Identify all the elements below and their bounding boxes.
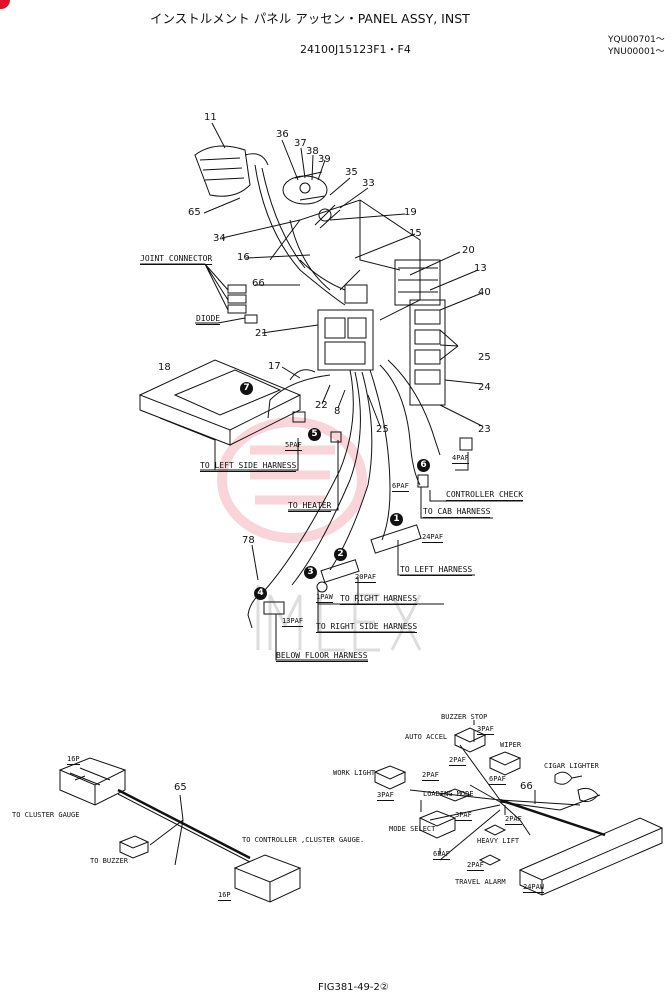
serial-range-2: YNU00001～ — [608, 47, 665, 57]
harness-marker-5: 5 — [308, 428, 321, 441]
label-travel-alarm: TRAVEL ALARM — [455, 878, 506, 886]
harness-marker-6: 6 — [417, 459, 430, 472]
figure-number: FIG381-49-2② — [318, 982, 389, 993]
harness-marker-2: 2 — [334, 548, 347, 561]
connector-3paf-b: 3PAF — [377, 791, 394, 801]
callout-25a: 25 — [478, 352, 491, 363]
connector-3paf-c: 3PAF — [455, 811, 472, 821]
callout-66: 66 — [252, 278, 265, 289]
lower-left-harness-art — [58, 757, 302, 903]
watermark-logo — [217, 417, 367, 543]
callout-39: 39 — [318, 154, 331, 165]
connector-16p-top: 16P — [67, 755, 80, 765]
callout-25b: 25 — [376, 424, 389, 435]
callout-37: 37 — [294, 138, 307, 149]
connector-2paf-b: 2PAF — [422, 771, 439, 781]
callout-8: 8 — [334, 406, 341, 417]
callout-19: 19 — [404, 207, 417, 218]
label-cigar-lighter: CIGAR LIGHTER — [544, 762, 599, 770]
callout-17: 17 — [268, 361, 281, 372]
page-title: インストルメント パネル アッセン・PANEL ASSY, INST — [150, 11, 470, 26]
harness-marker-1: 1 — [390, 513, 403, 526]
label-to-left-side-harness: TO LEFT SIDE HARNESS — [200, 461, 297, 472]
part-number: 24100J15123F1・F4 — [300, 43, 411, 56]
connector-24paw: 24PAW — [523, 883, 545, 893]
harness-marker-3: 3 — [304, 566, 317, 579]
label-controller-check: CONTROLLER CHECK — [446, 490, 524, 501]
label-to-heater: TO HEATER — [288, 501, 332, 512]
callout-21: 21 — [255, 328, 268, 339]
callout-23: 23 — [478, 424, 491, 435]
label-to-right-harness: TO RIGHT HARNESS — [340, 594, 418, 605]
label-wiper: WIPER — [500, 741, 522, 749]
connector-2paf-c: 2PAF — [505, 815, 522, 825]
callout-34: 34 — [213, 233, 226, 244]
label-loading-mode: LOADING MODE — [423, 790, 474, 798]
connector-16p-bottom: 16P — [218, 891, 231, 901]
label-to-left-harness: TO LEFT HARNESS — [400, 565, 473, 576]
callout-11: 11 — [204, 112, 217, 123]
connector-4paf: 4PAF — [452, 454, 469, 464]
connector-13paf: 13PAF — [282, 617, 304, 627]
callout-40: 40 — [478, 287, 491, 298]
label-heavy-lift: HEAVY LIFT — [477, 837, 520, 845]
callout-13: 13 — [474, 263, 487, 274]
label-to-cluster-gauge: TO CLUSTER GAUGE — [12, 811, 80, 819]
connector-5paf: 5PAF — [285, 441, 302, 451]
label-to-buzzer: TO BUZZER — [90, 857, 128, 865]
connector-6paf: 6PAF — [392, 482, 409, 492]
callout-18: 18 — [158, 362, 171, 373]
callout-65: 65 — [188, 207, 201, 218]
label-to-cab-harness: TO CAB HARNESS — [423, 507, 491, 518]
label-to-controller-cluster-gauge: TO CONTROLLER ,CLUSTER GAUGE. — [242, 836, 365, 844]
label-to-right-side-harness: TO RIGHT SIDE HARNESS — [316, 622, 418, 633]
harness-marker-4: 4 — [254, 587, 267, 600]
callout-33: 33 — [362, 178, 375, 189]
connector-6paf-b: 6PAF — [433, 850, 450, 860]
page-corner-marker — [0, 0, 10, 9]
watermark-text — [256, 585, 422, 652]
harness-marker-7: 7 — [240, 382, 253, 395]
callout-16: 16 — [237, 252, 250, 263]
callout-38: 38 — [306, 146, 319, 157]
callout-36: 36 — [276, 129, 289, 140]
callout-24: 24 — [478, 382, 491, 393]
callout-78: 78 — [242, 535, 255, 546]
label-buzzer-stop: BUZZER STOP — [441, 713, 488, 721]
callout-65-lower: 65 — [174, 782, 187, 793]
callout-20: 20 — [462, 245, 475, 256]
callout-66-lower: 66 — [520, 781, 533, 792]
serial-range-1: YQU00701～ — [608, 35, 665, 45]
connector-2paf-a: 2PAF — [449, 756, 466, 766]
label-joint-connector: JOINT CONNECTOR — [140, 254, 213, 265]
label-work-light: WORK LIGHT — [333, 769, 376, 777]
connector-3paf-a: 3PAF — [477, 725, 494, 735]
label-mode-select: MODE SELECT — [389, 825, 436, 833]
callout-22: 22 — [315, 400, 328, 411]
connector-2paf-d: 2PAF — [467, 861, 484, 871]
connector-1paw: 1PAW — [316, 593, 333, 603]
label-auto-accel: AUTO ACCEL — [405, 733, 448, 741]
callout-35: 35 — [345, 167, 358, 178]
label-diode: DIODE — [196, 314, 221, 325]
label-below-floor-harness: BELOW FLOOR HARNESS — [276, 651, 368, 662]
connector-24paf: 24PAF — [422, 533, 444, 543]
lower-right-harness-art — [373, 720, 664, 896]
connector-20paf: 20PAF — [355, 573, 377, 583]
callout-15: 15 — [409, 228, 422, 239]
connector-6paf-a: 6PAF — [489, 775, 506, 785]
